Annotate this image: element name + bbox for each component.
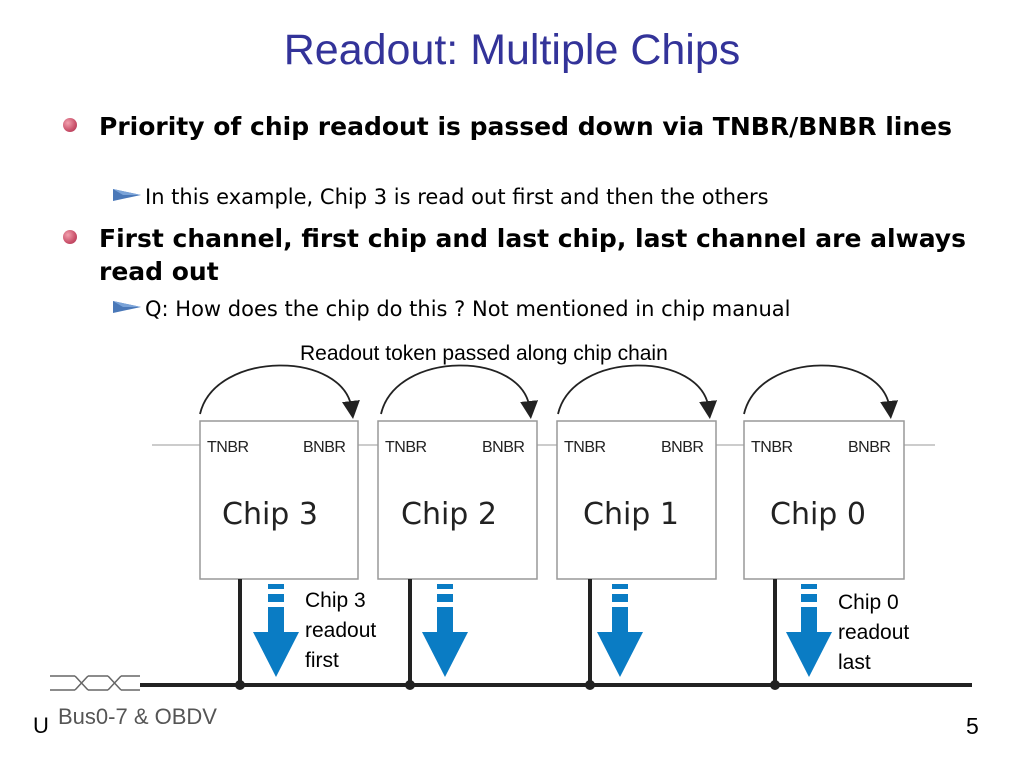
- chip-name: Chip 0: [770, 497, 866, 532]
- readout-arrow-icon: [786, 584, 832, 677]
- bullet-dot: [63, 230, 77, 244]
- chip-box: TNBR BNBR Chip 1: [556, 420, 717, 580]
- token-arc: [557, 364, 718, 419]
- bullet-1-text: Priority of chip readout is passed down …: [99, 112, 952, 141]
- note-last-line3: last: [838, 651, 871, 674]
- bus-junction: [585, 680, 595, 690]
- chip-right-pin: BNBR: [661, 439, 703, 456]
- note-first-line1: Chip 3: [305, 589, 366, 612]
- chip-name: Chip 1: [583, 497, 679, 532]
- footer-text: U: [33, 713, 49, 738]
- bullet-2-text: First channel, first chip and last chip,…: [99, 224, 966, 286]
- chip-right-pin: BNBR: [482, 439, 524, 456]
- chip-left-pin: TNBR: [564, 439, 606, 456]
- bullet-1-sub-text: In this example, Chip 3 is read out firs…: [145, 185, 769, 209]
- chip-name: Chip 2: [401, 497, 497, 532]
- slide-title: Readout: Multiple Chips: [283, 26, 741, 74]
- chip-right-pin: BNBR: [848, 439, 890, 456]
- readout-arrow-icon: [422, 584, 468, 677]
- page-number: 5: [966, 713, 979, 739]
- note-first-line2: readout: [305, 619, 377, 642]
- note-last-line1: Chip 0: [838, 591, 899, 614]
- bus-junction: [770, 680, 780, 690]
- note-first-readout: Chip 3 readout first: [305, 586, 376, 676]
- bus-label: Bus0-7 & OBDV: [58, 704, 217, 729]
- note-last-line2: readout: [838, 621, 910, 644]
- note-last-readout: Chip 0 readout last: [838, 588, 909, 678]
- chip-left-pin: TNBR: [385, 439, 427, 456]
- bus-junction: [405, 680, 415, 690]
- bus-junction: [235, 680, 245, 690]
- readout-arrow-icon: [253, 584, 299, 677]
- token-arc: [380, 364, 539, 419]
- chip-left-pin: TNBR: [751, 439, 793, 456]
- sub-bullet-arrow-icon: [113, 189, 141, 201]
- chip-name: Chip 3: [222, 497, 318, 532]
- sub-bullet-arrow-icon: [113, 301, 141, 313]
- readout-arrow-icon: [597, 584, 643, 677]
- bullet-dot: [63, 118, 77, 132]
- chip-box: TNBR BNBR Chip 2: [377, 420, 538, 580]
- chip-box: TNBR BNBR Chip 3: [199, 420, 359, 580]
- bullet-2-sub-text: Q: How does the chip do this ? Not menti…: [145, 297, 791, 321]
- diagram-caption: Readout token passed along chip chain: [300, 342, 668, 365]
- bus-symbol-icon: [50, 675, 140, 691]
- chip-left-pin: TNBR: [207, 439, 249, 456]
- token-arc: [199, 364, 360, 419]
- token-arc: [743, 364, 899, 419]
- chip-box: TNBR BNBR Chip 0: [743, 420, 905, 580]
- chip-right-pin: BNBR: [303, 439, 345, 456]
- note-first-line3: first: [305, 649, 339, 672]
